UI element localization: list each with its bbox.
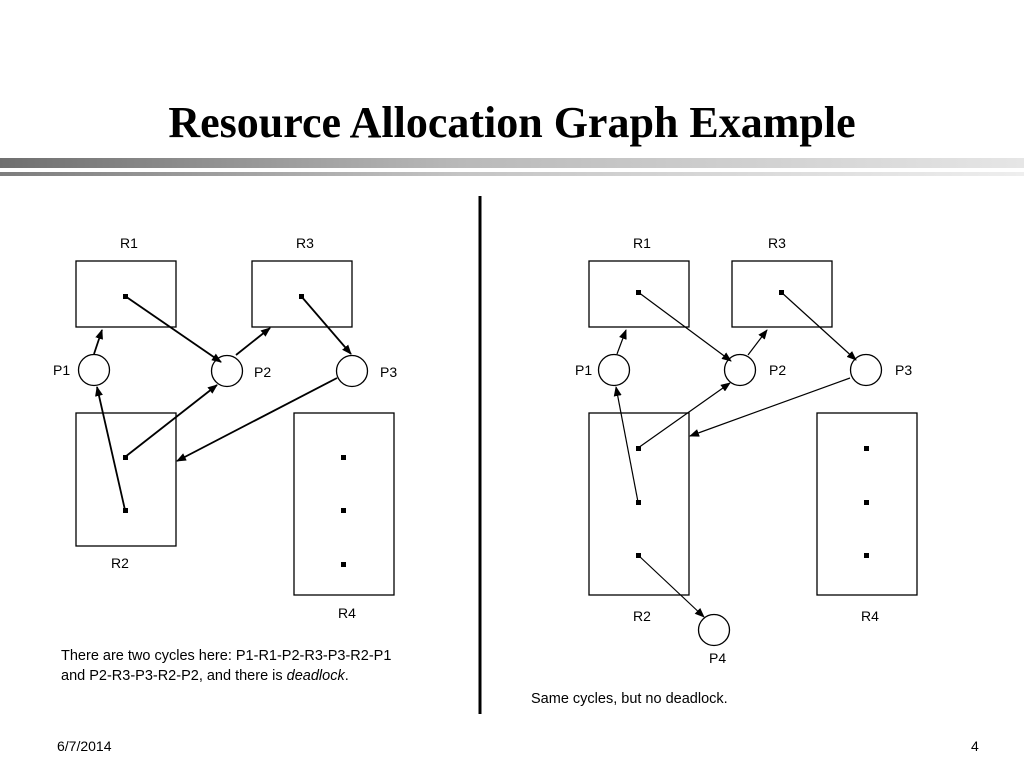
left-r4-instance-2: [341, 508, 346, 513]
right-process-p2: [723, 353, 757, 387]
right-resource-r3: [731, 260, 833, 328]
left-caption-line2-suffix: .: [344, 668, 349, 684]
right-graph: R1 R3 R2 R4 P1 P2 P3 P4: [575, 235, 918, 666]
footer-page-number: 4: [971, 738, 979, 754]
left-process-p2: [210, 354, 244, 388]
left-caption-line2-prefix: and P2-R3-P3-R2-P2, and there is: [61, 668, 287, 684]
left-resource-r4: [293, 412, 395, 596]
right-edge-r3-to-p3: [780, 291, 857, 361]
right-r2-instance-2: [636, 500, 641, 505]
right-edge-r2-to-p2: [637, 382, 731, 449]
title-rule-top: [0, 158, 1024, 168]
right-edge-r2-to-p1: [613, 386, 639, 503]
right-label-r3: R3: [768, 235, 786, 251]
right-resource-r1: [588, 260, 690, 328]
slide-title: Resource Allocation Graph Example: [168, 98, 856, 147]
left-edge-r2-to-p1: [95, 386, 126, 511]
left-caption-line1: There are two cycles here: P1-R1-P2-R3-P…: [61, 648, 392, 664]
left-label-p2: P2: [254, 364, 271, 380]
right-edge-r1-to-p2: [637, 291, 732, 362]
left-edge-p1-to-r1: [93, 329, 103, 355]
left-r2-instance-2: [123, 508, 128, 513]
right-edge-p3-to-r2: [689, 377, 851, 437]
left-resource-r1: [75, 260, 177, 328]
left-resource-r2: [75, 412, 177, 547]
right-edge-p1-to-r1: [616, 329, 627, 355]
left-r4-instance-3: [341, 562, 346, 567]
right-label-r4: R4: [861, 608, 879, 624]
left-label-r3: R3: [296, 235, 314, 251]
right-edge-p2-to-r3: [747, 329, 768, 356]
left-resource-r3: [251, 260, 353, 328]
left-edge-r2-to-p2: [124, 384, 218, 458]
right-resource-r2: [588, 412, 690, 596]
right-r4-instance-2: [864, 500, 869, 505]
right-process-p1: [597, 353, 631, 387]
right-label-r2: R2: [633, 608, 651, 624]
left-label-p3: P3: [380, 364, 397, 380]
right-label-p1: P1: [575, 362, 592, 378]
right-r2-instance-1: [636, 446, 641, 451]
right-label-p2: P2: [769, 362, 786, 378]
left-process-p3: [335, 354, 369, 388]
right-r4-instance-3: [864, 553, 869, 558]
left-caption: There are two cycles here: P1-R1-P2-R3-P…: [61, 646, 461, 686]
right-label-p4: P4: [709, 650, 726, 666]
right-process-p4: [697, 613, 731, 647]
left-label-r4: R4: [338, 605, 356, 621]
left-r4-instance-1: [341, 455, 346, 460]
right-label-r1: R1: [633, 235, 651, 251]
left-edge-r3-to-p3: [300, 295, 352, 355]
left-label-r2: R2: [111, 555, 129, 571]
left-edge-p3-to-r2: [176, 377, 338, 462]
right-resource-r4: [816, 412, 918, 596]
left-process-p1: [77, 353, 111, 387]
right-edge-r2-to-p4: [637, 554, 705, 618]
left-caption-emphasis: deadlock: [286, 668, 345, 684]
left-edge-r1-to-p2: [124, 295, 222, 363]
left-label-r1: R1: [120, 235, 138, 251]
left-caption-line2: and P2-R3-P3-R2-P2, and there is deadloc…: [61, 666, 461, 686]
footer-date: 6/7/2014: [57, 738, 112, 754]
title-rule-bottom: [0, 172, 1024, 176]
right-r4-instance-1: [864, 446, 869, 451]
right-caption: Same cycles, but no deadlock.: [531, 691, 728, 707]
right-process-p3: [849, 353, 883, 387]
left-edge-p2-to-r3: [235, 327, 271, 356]
right-label-p3: P3: [895, 362, 912, 378]
left-label-p1: P1: [53, 362, 70, 378]
left-graph: R1 R3 R2 R4 P1 P2 P3: [53, 235, 397, 621]
